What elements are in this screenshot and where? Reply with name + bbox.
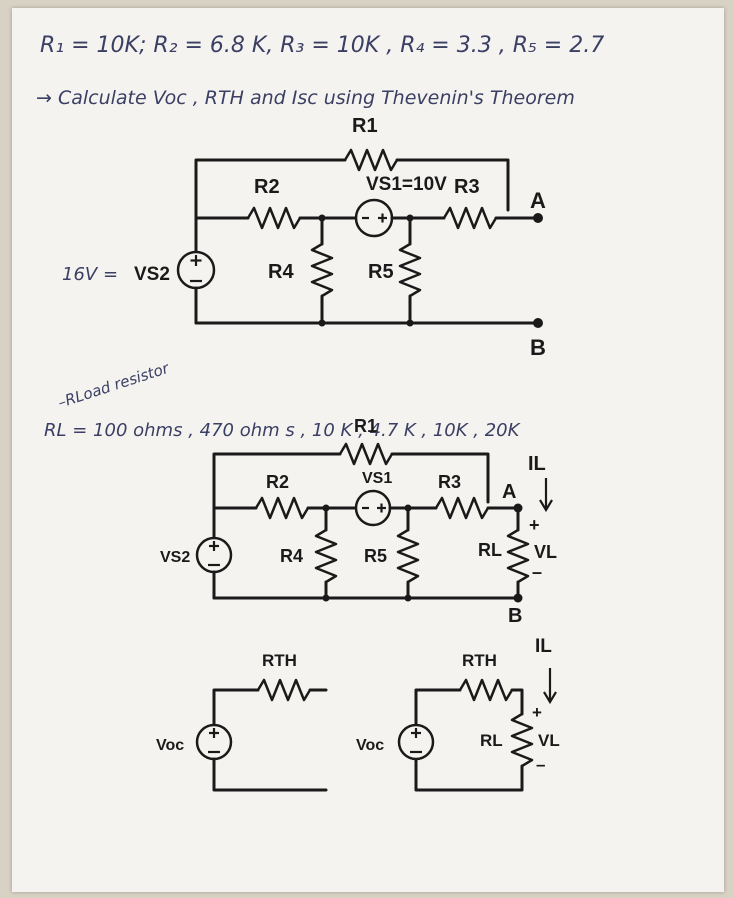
label-r4: R4: [280, 546, 303, 566]
resistor-r4: [310, 242, 334, 298]
plus-label: +: [529, 515, 540, 535]
given-values: R₁ = 10K; R₂ = 6.8 K, R₃ = 10K , R₄ = 3.…: [40, 33, 604, 58]
label-vl: VL: [534, 542, 557, 562]
resistor-r5: [398, 242, 422, 298]
label-vs2: VS2: [134, 264, 170, 285]
minus-label: –: [532, 562, 542, 582]
label-rth: RTH: [462, 651, 497, 670]
load-resistor-note: –RLoad resistor: [56, 359, 172, 412]
junction: [318, 214, 326, 222]
label-r3: R3: [438, 472, 461, 492]
wire: [212, 688, 260, 727]
junction: [406, 214, 414, 222]
resistor-r2: [246, 206, 302, 230]
label-r1: R1: [352, 115, 378, 137]
resistor-r5: [396, 528, 420, 584]
circuit-2: R1 R2 VS1 R3 A IL VS2 R4 R5 RL + VL – B: [160, 416, 557, 627]
resistor-rl: [506, 528, 530, 584]
label-r1: R1: [354, 416, 377, 436]
label-r2: R2: [266, 472, 289, 492]
resistor-rth: [256, 678, 312, 702]
wire: [212, 757, 328, 792]
label-voc: Voc: [156, 737, 184, 754]
paper-sheet: R₁ = 10K; R₂ = 6.8 K, R₃ = 10K , R₄ = 3.…: [12, 8, 724, 892]
label-r5: R5: [368, 261, 394, 283]
circuit-diagram: R₁ = 10K; R₂ = 6.8 K, R₃ = 10K , R₄ = 3.…: [36, 33, 604, 792]
label-voc: Voc: [356, 737, 384, 754]
label-node-b: B: [530, 335, 546, 360]
label-vs1: VS1: [362, 470, 392, 487]
wire: [510, 688, 524, 716]
thevenin-with-load: RTH Voc RL IL + VL –: [356, 636, 560, 792]
junction: [322, 504, 330, 512]
terminal-b: [533, 318, 543, 328]
label-vl: VL: [538, 731, 560, 750]
wire: [390, 452, 490, 504]
label-vs2: VS2: [160, 549, 190, 566]
resistor-r3: [434, 496, 490, 520]
wire: [395, 158, 510, 212]
wire: [194, 158, 347, 220]
junction: [404, 504, 412, 512]
load-values: RL = 100 ohms , 470 ohm s , 10 K , 4.7 K…: [44, 420, 521, 441]
wire: [414, 757, 524, 792]
resistor-r1: [343, 148, 399, 172]
label-node-a: A: [530, 188, 546, 213]
circuit-1: R1 R2 VS1=10V R3 A 16V = VS2 R4 R5 B: [62, 115, 546, 360]
minus-label: –: [536, 755, 545, 774]
label-il: IL: [535, 636, 552, 657]
plus-label: +: [532, 703, 542, 722]
label-node-b: B: [508, 605, 522, 627]
label-r5: R5: [364, 546, 387, 566]
resistor-rth: [458, 678, 514, 702]
label-r2: R2: [254, 176, 280, 198]
resistor-r1: [338, 442, 394, 466]
label-node-a: A: [502, 481, 516, 503]
current-arrow-head: [543, 691, 557, 705]
voltage-source-voc: [397, 723, 435, 761]
vs2-value: 16V =: [62, 264, 118, 285]
label-r4: R4: [268, 261, 294, 283]
resistor-r2: [254, 496, 310, 520]
terminal-a: [533, 213, 543, 223]
resistor-r4: [314, 528, 338, 584]
wire: [414, 688, 462, 727]
resistor-r3: [442, 206, 498, 230]
thevenin-equivalent: RTH Voc: [156, 651, 328, 792]
label-rth: RTH: [262, 651, 297, 670]
label-rl: RL: [480, 731, 503, 750]
label-rl: RL: [478, 540, 502, 560]
label-il: IL: [528, 453, 546, 475]
current-arrow-head: [539, 499, 553, 513]
label-r3: R3: [454, 176, 480, 198]
wire: [212, 452, 342, 510]
task-statement: → Calculate Voc , RTH and Isc using Thev…: [36, 87, 575, 109]
resistor-rl: [510, 712, 534, 768]
label-vs1: VS1=10V: [366, 174, 447, 195]
